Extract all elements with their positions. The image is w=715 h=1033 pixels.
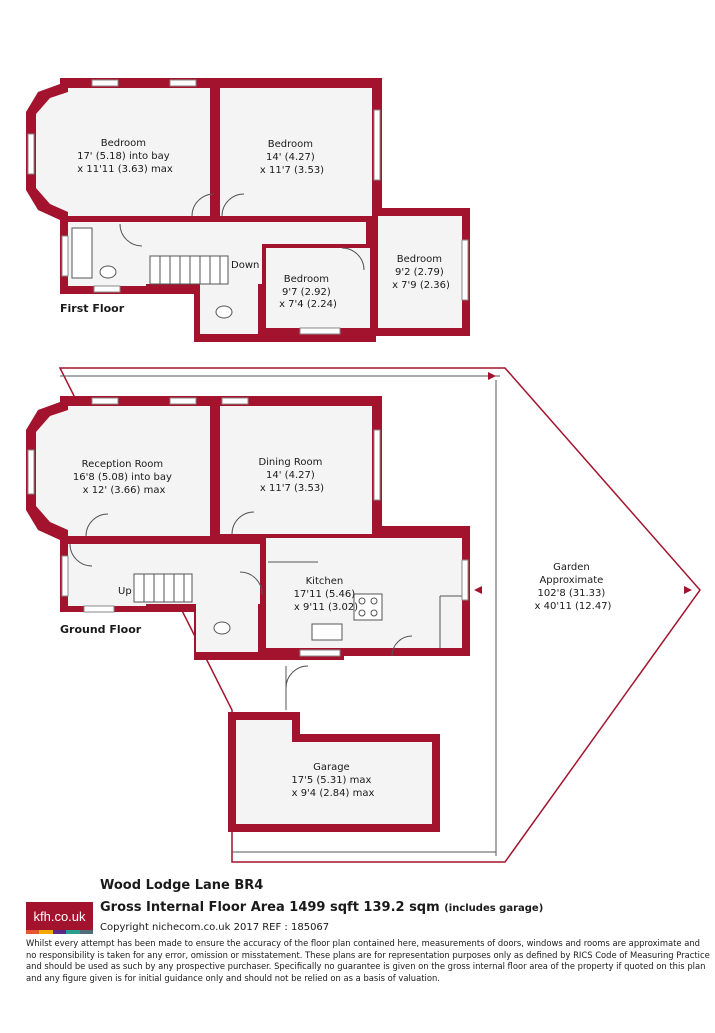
door-swing bbox=[221, 193, 245, 217]
logo-bar bbox=[66, 930, 80, 934]
garage-floor bbox=[236, 720, 432, 824]
ground-floor-title: Ground Floor bbox=[60, 623, 142, 636]
arrow-icon bbox=[474, 586, 482, 594]
window bbox=[27, 449, 35, 495]
window bbox=[27, 133, 35, 175]
hob-ring-icon bbox=[370, 597, 378, 605]
kfh-logo[interactable]: kfh.co.uk bbox=[26, 902, 93, 930]
hob-ring-icon bbox=[370, 609, 378, 617]
window bbox=[461, 239, 469, 301]
room-label: Reception Room 16'8 (5.08) into bay x 12… bbox=[73, 459, 175, 496]
arrow-icon bbox=[684, 586, 692, 594]
door-swing bbox=[85, 513, 109, 537]
window bbox=[373, 429, 381, 501]
floor-area-note: (includes garage) bbox=[444, 903, 544, 914]
bath-icon bbox=[71, 227, 93, 279]
sink-icon bbox=[311, 623, 343, 641]
room-label: Garage 17'5 (5.31) max x 9'4 (2.84) max bbox=[291, 762, 374, 799]
logo-color-bars bbox=[26, 930, 94, 934]
ground-floor: Reception Room 16'8 (5.08) into bay x 12… bbox=[26, 396, 470, 660]
garage: Garage 17'5 (5.31) max x 9'4 (2.84) max bbox=[228, 665, 440, 832]
window bbox=[373, 109, 381, 181]
stairs-first bbox=[149, 255, 229, 285]
floor-area: Gross Internal Floor Area 1499 sqft 139.… bbox=[100, 900, 543, 915]
disclaimer: Whilst every attempt has been made to en… bbox=[26, 938, 710, 983]
door-swing bbox=[391, 635, 413, 657]
hob-ring-icon bbox=[358, 597, 366, 605]
logo-bar bbox=[39, 930, 53, 934]
first-bedroom-rear-floor bbox=[220, 88, 372, 216]
room-label: Bedroom 17' (5.18) into bay x 11'11 (3.6… bbox=[77, 138, 173, 175]
room-label: Bedroom 14' (4.27) x 11'7 (3.53) bbox=[260, 139, 324, 176]
arrow-icon bbox=[488, 372, 496, 380]
window bbox=[169, 397, 197, 405]
stairs-up-label: Up bbox=[118, 586, 132, 597]
hob-ring-icon bbox=[358, 609, 366, 617]
door-swing bbox=[119, 223, 143, 247]
first-bedroom-bay-floor bbox=[36, 88, 210, 216]
window bbox=[61, 555, 69, 597]
hob-icon bbox=[353, 593, 383, 621]
copyright: Copyright nichecom.co.uk 2017 REF : 1850… bbox=[100, 922, 330, 933]
window bbox=[61, 235, 69, 277]
kitchen-floor bbox=[266, 538, 462, 648]
floor-plan: Bedroom 17' (5.18) into bay x 11'11 (3.6… bbox=[26, 78, 701, 863]
room-label: Bedroom 9'7 (2.92) x 7'4 (2.24) bbox=[279, 274, 337, 310]
toilet-icon bbox=[215, 305, 233, 319]
room-label: Dining Room 14' (4.27) x 11'7 (3.53) bbox=[258, 457, 325, 494]
reception-room-floor bbox=[36, 406, 210, 536]
door-swing bbox=[239, 571, 263, 595]
logo-bar bbox=[26, 930, 40, 934]
dining-room-floor bbox=[220, 406, 372, 534]
window bbox=[169, 79, 197, 87]
window bbox=[91, 79, 119, 87]
first-floor-title: First Floor bbox=[60, 302, 125, 315]
window bbox=[93, 285, 121, 293]
stairs-ground bbox=[133, 573, 193, 603]
garden: Garden Approximate 102'8 (31.33) x 40'11… bbox=[58, 367, 701, 863]
first-bedroom-small-floor bbox=[378, 216, 462, 328]
room-label: Kitchen 17'11 (5.46) x 9'11 (3.02) bbox=[294, 576, 359, 613]
toilet-icon bbox=[213, 621, 231, 635]
basin-icon bbox=[99, 265, 117, 279]
window bbox=[83, 605, 115, 613]
first-bedroom-box-floor bbox=[266, 248, 370, 328]
window bbox=[91, 397, 119, 405]
window bbox=[299, 327, 341, 335]
floor-area-main: Gross Internal Floor Area 1499 sqft 139.… bbox=[100, 900, 440, 915]
garden-label: Garden Approximate 102'8 (31.33) x 40'11… bbox=[535, 562, 612, 612]
stairs-down-label: Down bbox=[231, 260, 259, 271]
logo-bar bbox=[52, 930, 67, 934]
window bbox=[299, 649, 341, 657]
door-swing bbox=[341, 247, 365, 271]
door-swing bbox=[231, 511, 255, 535]
logo-bar bbox=[79, 930, 94, 934]
first-floor: Bedroom 17' (5.18) into bay x 11'11 (3.6… bbox=[26, 78, 470, 342]
window bbox=[461, 559, 469, 601]
property-address: Wood Lodge Lane BR4 bbox=[100, 878, 264, 893]
door-swing bbox=[69, 543, 93, 567]
door-swing bbox=[285, 665, 309, 689]
door-swing bbox=[191, 193, 215, 217]
room-label: Bedroom 9'2 (2.79) x 7'9 (2.36) bbox=[392, 254, 450, 291]
window bbox=[221, 397, 249, 405]
